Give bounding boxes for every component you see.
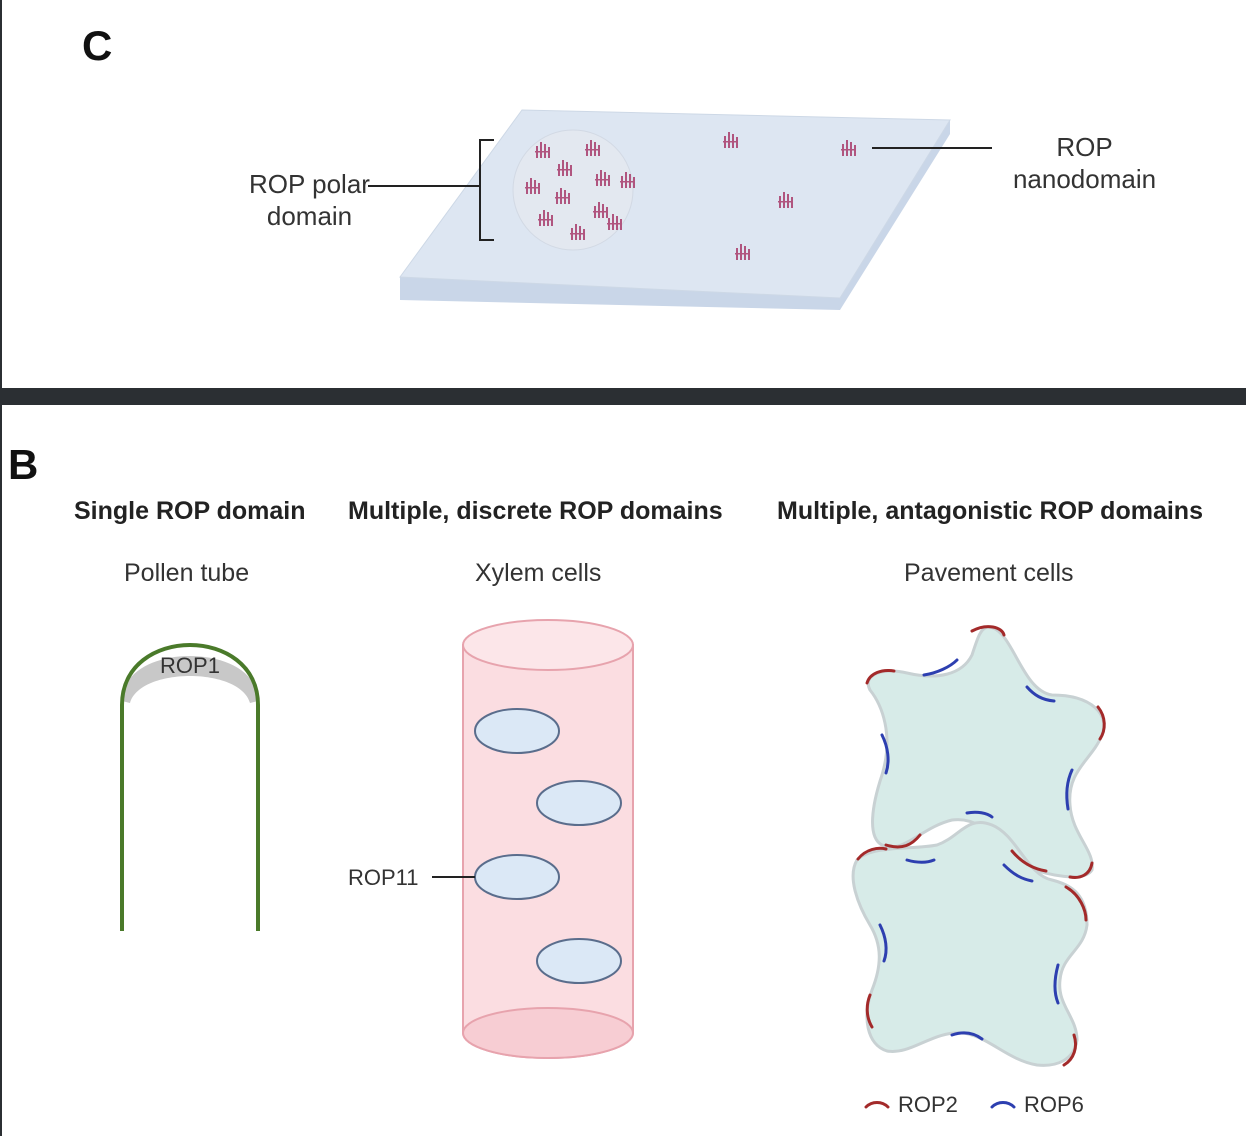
rop11-domain-4: [536, 938, 622, 984]
rop-molecule: [723, 132, 738, 148]
legend: ROP2 ROP6: [864, 1092, 1084, 1117]
polar-domain-bracket: [479, 139, 494, 241]
subtitle-pavement-cells: Pavement cells: [904, 559, 1074, 587]
rop11-domain-3: [474, 854, 560, 900]
pavement-cells: [851, 625, 1106, 1067]
membrane-top: [399, 109, 951, 299]
subtitle-xylem-cells: Xylem cells: [475, 559, 602, 587]
rop-molecule: [557, 160, 572, 176]
rop-molecule: [535, 142, 550, 158]
panel-letter-c: C: [82, 22, 113, 69]
rop1-label: ROP1: [160, 653, 220, 678]
rop-molecule: [735, 244, 750, 260]
rop-molecule: [525, 178, 540, 194]
rop-molecule: [538, 210, 553, 226]
membrane-diagram: [368, 109, 992, 310]
rop-molecule: [595, 170, 610, 186]
pollen-tube: ROP1: [120, 643, 260, 931]
pollen-tube-wall: [120, 643, 260, 931]
rop-molecule: [555, 188, 570, 204]
legend-rop6-label: ROP6: [1024, 1092, 1084, 1117]
legend-rop2-label: ROP2: [898, 1092, 958, 1117]
xylem-bottom: [462, 1007, 634, 1059]
header-single-rop-domain: Single ROP domain: [74, 497, 306, 525]
rop11-label: ROP11: [348, 865, 419, 890]
panel-letter-b: B: [8, 441, 39, 488]
rop11-domain-2: [536, 780, 622, 826]
header-multiple-antagonistic: Multiple, antagonistic ROP domains: [777, 497, 1203, 525]
subtitle-pollen-tube: Pollen tube: [124, 559, 250, 587]
nanodomain-label: ROP nanodomain: [1012, 132, 1157, 194]
panel-divider: [0, 388, 1246, 405]
panel-c: C ROP polar domain ROP nanodomain: [0, 0, 1246, 388]
legend-rop6-swatch: [990, 1101, 1016, 1109]
rop-molecule: [570, 224, 585, 240]
rop-molecule: [593, 202, 608, 218]
legend-rop2-swatch: [864, 1101, 890, 1109]
rop-molecule: [607, 214, 622, 230]
panel-b: B Single ROP domain Multiple, discrete R…: [0, 405, 1246, 1136]
rop1-cap: [122, 656, 258, 703]
rop-molecule: [778, 192, 793, 208]
rop-molecule: [585, 140, 600, 156]
xylem-top: [462, 619, 634, 671]
cell-diagrams: ROP1 ROP11: [120, 619, 1106, 1117]
rop11-domain-1: [474, 708, 560, 754]
rop-molecules: [525, 132, 856, 260]
polar-domain-label: ROP polar domain: [249, 169, 370, 231]
pavement-cell-lower: [851, 821, 1089, 1067]
rop-molecule: [841, 140, 856, 156]
header-multiple-discrete: Multiple, discrete ROP domains: [348, 497, 723, 525]
xylem-cell: ROP11: [348, 619, 634, 1059]
rop-molecule: [620, 172, 635, 188]
xylem-body: [462, 644, 634, 1059]
